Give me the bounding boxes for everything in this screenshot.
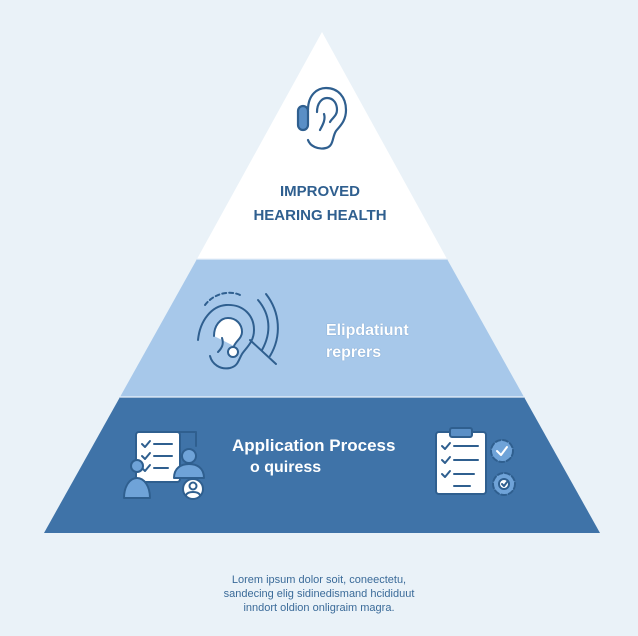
caption-line-3: inndort oldion onligraim magra. xyxy=(243,602,395,614)
middle-layer-title-line-1: Elipdatiunt xyxy=(326,322,409,339)
ear-sound-waves-icon xyxy=(197,291,279,370)
clipboard-gears-icon xyxy=(435,427,516,496)
top-layer-title: IMPROVED HEARING HEALTH xyxy=(240,180,400,228)
caption-line-1: Lorem ipsum dolor soit, coneectetu, xyxy=(231,574,407,586)
top-layer-title-line-2: HEARING HEALTH xyxy=(253,207,387,224)
caption: Lorem ipsum dolor soit, coneectetu, sand… xyxy=(169,573,469,615)
pyramid-top-layer xyxy=(197,32,447,259)
top-layer-title-line-1: IMPROVED xyxy=(279,183,360,200)
middle-layer-title-line-2: reprers xyxy=(326,344,382,361)
bottom-layer-title: Application Process o quiress xyxy=(232,435,422,479)
pyramid-middle-layer xyxy=(120,259,524,397)
ear-icon xyxy=(296,86,348,150)
bottom-layer-title-line-2: o quiress xyxy=(250,459,322,476)
middle-layer-title: Elipdatiunt reprers xyxy=(326,320,486,364)
people-checklist-icon xyxy=(123,431,205,500)
bottom-layer-title-line-1: Application Process xyxy=(232,436,396,455)
caption-line-2: sandecing elig sidinedismand hcididuut xyxy=(223,588,415,600)
